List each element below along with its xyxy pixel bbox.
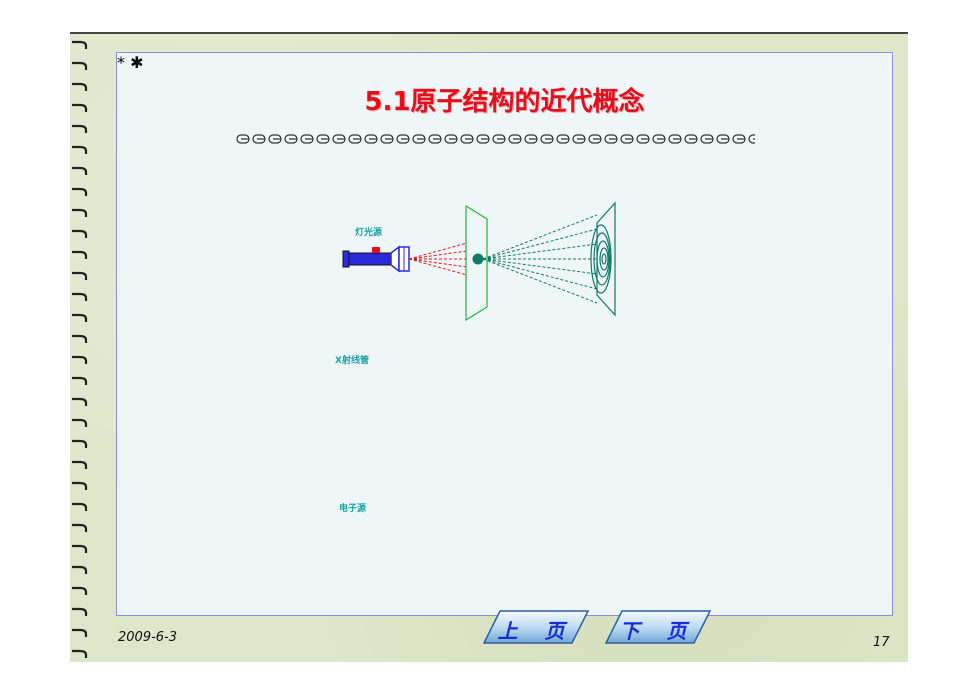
axis-line-2: ✱ 灯光源 X射线管 电子源 [130, 53, 382, 514]
light-source-label: 灯光源 [355, 228, 383, 238]
slide-date: 2009-6-3 [118, 630, 178, 645]
prev-button-shape [482, 610, 590, 644]
slit-plate-2: * [117, 53, 125, 72]
next-button-shape [604, 610, 712, 644]
prev-page-label: 上 页 [497, 619, 575, 643]
slide: 5.1原子结构的近代概念 [70, 32, 908, 662]
light-beam [408, 242, 468, 276]
prev-page-button[interactable]: 上 页 [482, 609, 590, 645]
chain-divider [236, 134, 755, 144]
next-page-label: 下 页 [619, 619, 697, 643]
electron-source-label: 电子源 [339, 504, 367, 514]
diffraction-screen-1 [590, 201, 616, 317]
slit-plate-3: ✱ [130, 53, 144, 72]
crystal-sample-2: ✱ 灯光源 X射线管 电子源 [130, 53, 382, 514]
diffraction-diagram [342, 201, 616, 322]
diffraction-rays-1 [482, 214, 598, 304]
xray-tube-label: X射线管 [335, 356, 369, 366]
slit-plate-1 [465, 204, 488, 322]
next-page-button[interactable]: 下 页 [604, 609, 712, 645]
spiral-binding [72, 40, 88, 658]
page-number: 17 [873, 635, 890, 650]
flashlight-icon [342, 245, 410, 273]
slide-title: 5.1原子结构的近代概念 [364, 87, 645, 117]
content-panel: 5.1原子结构的近代概念 [116, 52, 893, 616]
